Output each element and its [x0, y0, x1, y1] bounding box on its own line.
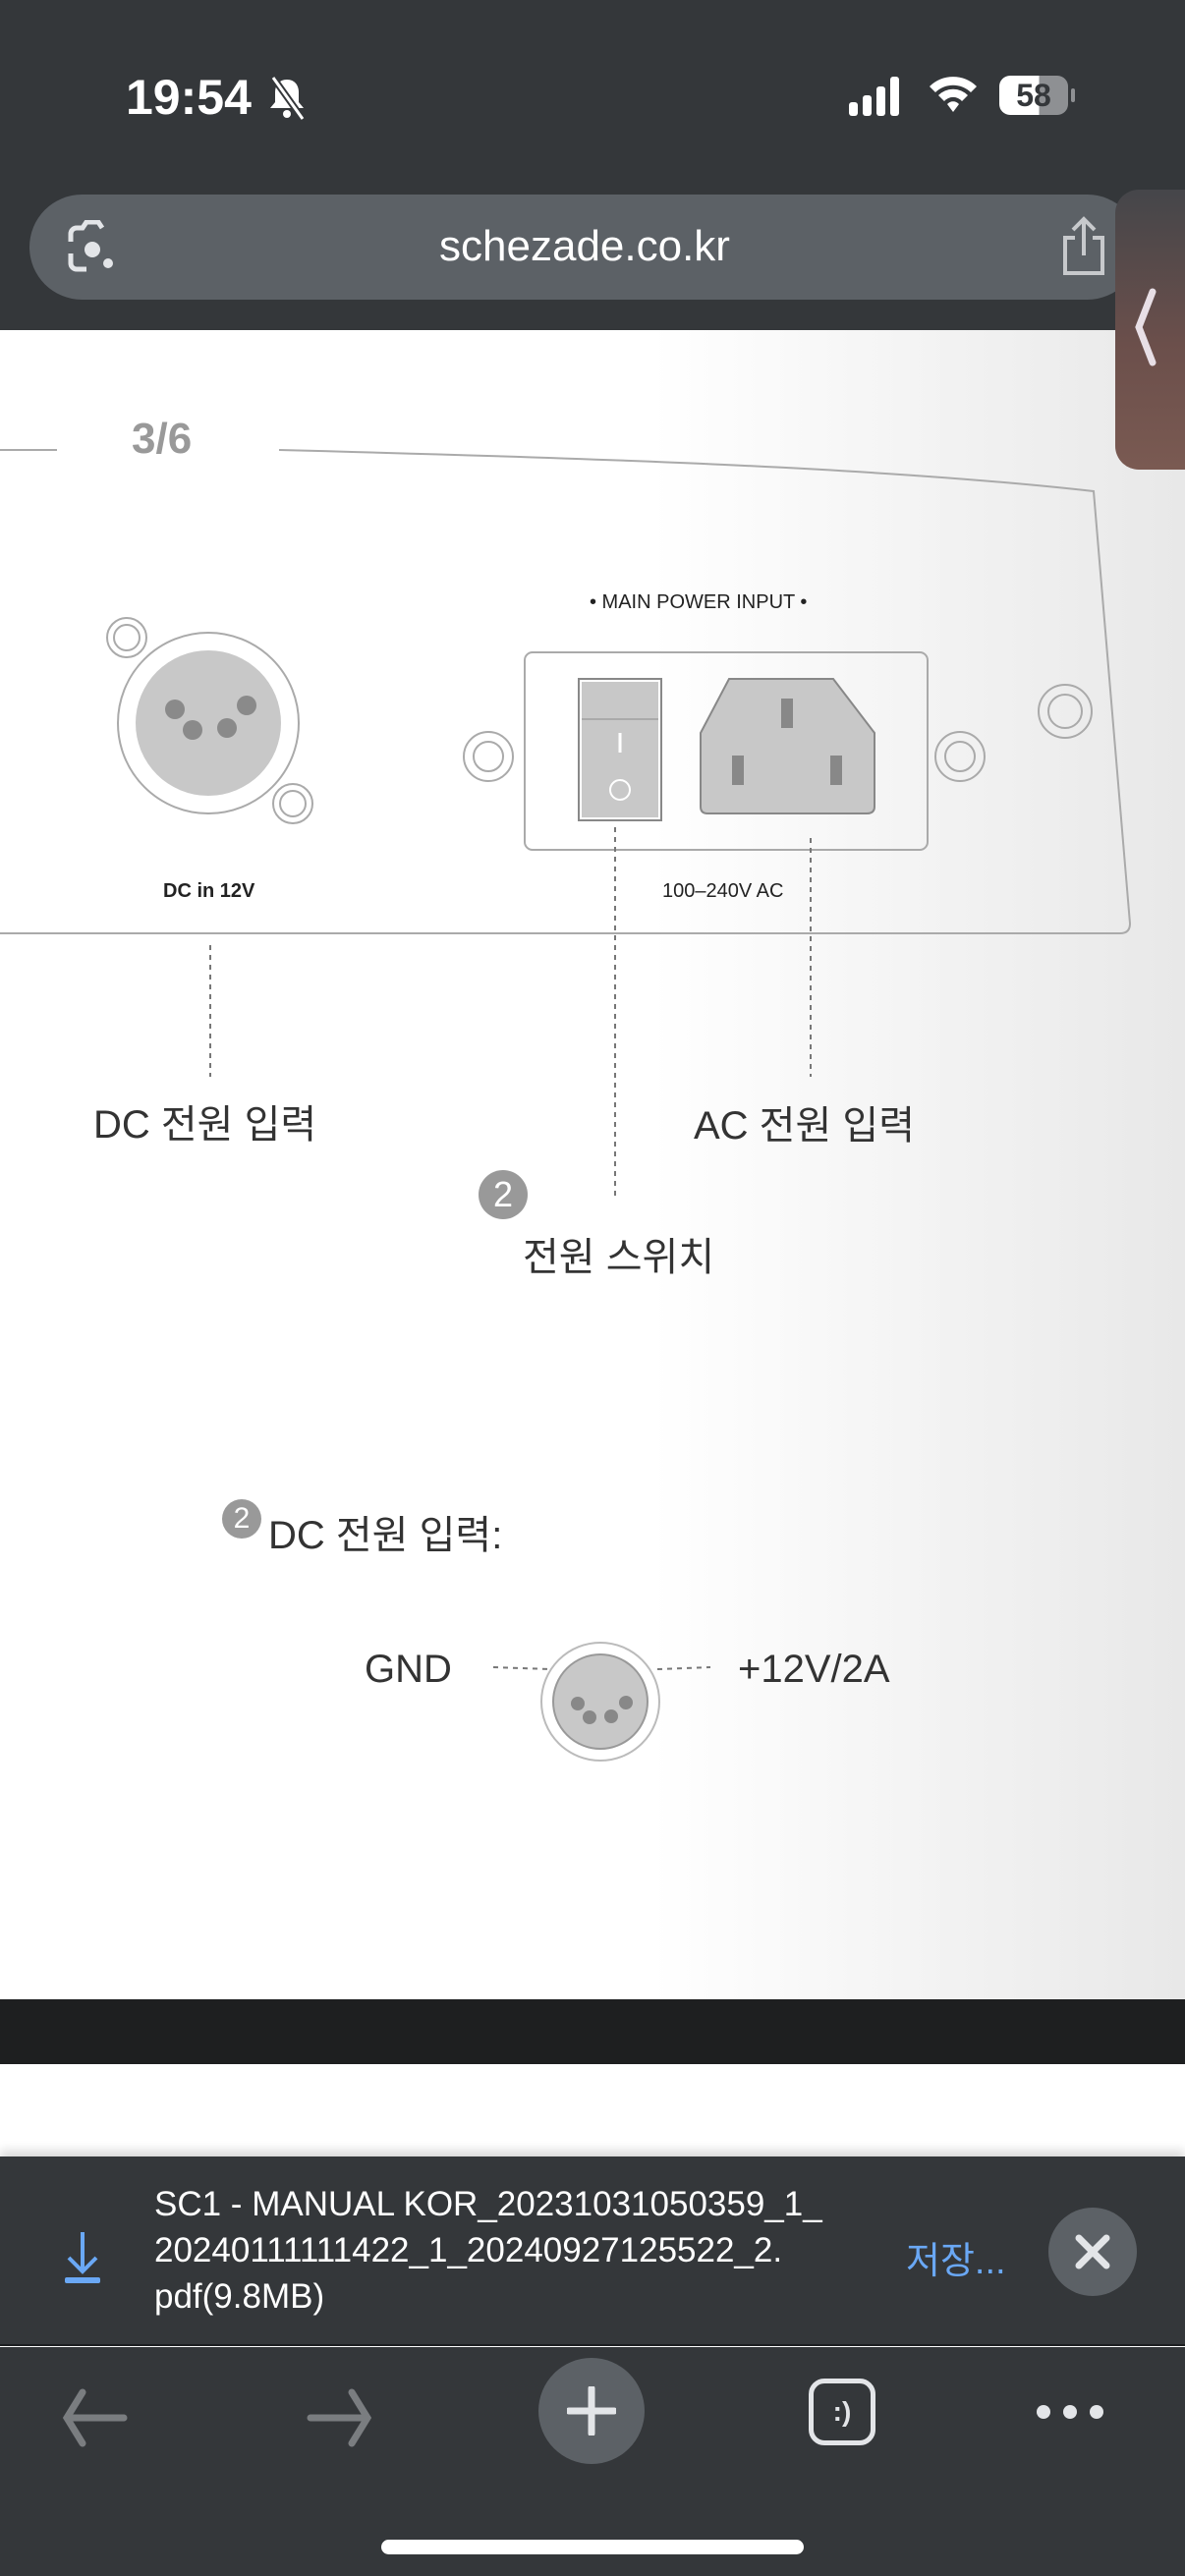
chevron-left-icon: [1135, 288, 1157, 366]
battery-tip: [1071, 88, 1075, 102]
side-panel-tab[interactable]: [1115, 190, 1185, 470]
section-title: DC 전원 입력:: [268, 1514, 503, 1557]
xlr-face: [136, 650, 281, 796]
dc-in-label: DC in 12V: [163, 880, 255, 902]
download-bar: [0, 2156, 1185, 2346]
section-badge: 2: [222, 1499, 261, 1539]
plus12v-label: +12V/2A: [738, 1648, 890, 1691]
filename-line: pdf(9.8MB): [154, 2277, 325, 2316]
ac-range-label: 100–240V AC: [662, 880, 784, 902]
lens-icon[interactable]: [65, 220, 120, 275]
tabs-button[interactable]: :): [809, 2379, 875, 2445]
bottom-toolbar: :): [0, 2347, 1185, 2576]
wifi-icon: [930, 77, 977, 112]
back-icon[interactable]: [59, 2388, 128, 2447]
share-icon[interactable]: [1059, 216, 1108, 277]
pdf-page: 3/6 • MAIN POWER INPUT • DC in 12V 100–2…: [0, 330, 1185, 2000]
badge-2: 2: [479, 1170, 528, 1219]
dc-input-callout: DC 전원 입력: [93, 1103, 317, 1147]
new-tab-button[interactable]: [538, 2358, 645, 2464]
clock: 19:54: [126, 70, 252, 125]
next-page: [0, 2064, 1185, 2156]
forward-icon[interactable]: [307, 2388, 375, 2447]
more-icon[interactable]: [1034, 2400, 1106, 2424]
xlr-ring: [117, 632, 300, 814]
filename-line: SC1 - MANUAL KOR_20231031050359_1_: [154, 2185, 822, 2223]
close-download-button[interactable]: [1048, 2208, 1137, 2296]
battery-icon: 58: [999, 76, 1068, 115]
page-gap: [0, 1999, 1185, 2064]
home-indicator[interactable]: [381, 2540, 804, 2554]
save-button[interactable]: 저장...: [906, 2241, 1006, 2282]
download-filename: SC1 - MANUAL KOR_20231031050359_1_ 20240…: [154, 2181, 822, 2320]
url-text[interactable]: schezade.co.kr: [439, 222, 730, 270]
rear-panel-diagram: [0, 449, 1132, 1762]
page-indicator: 3/6: [132, 415, 193, 463]
signal-icon: [849, 77, 899, 116]
power-switch-callout: 전원 스위치: [523, 1236, 715, 1279]
panel-outline: [0, 449, 1132, 934]
plus-icon: [567, 2386, 616, 2436]
ac-input-callout: AC 전원 입력: [694, 1104, 915, 1148]
download-icon: [65, 2232, 100, 2283]
close-icon: [1075, 2234, 1110, 2269]
filename-line: 20240111111422_1_20240927125522_2.: [154, 2231, 783, 2269]
main-power-label: • MAIN POWER INPUT •: [590, 591, 808, 613]
address-bar[interactable]: schezade.co.kr: [29, 195, 1140, 300]
gnd-label: GND: [365, 1648, 452, 1691]
power-module: [524, 651, 929, 851]
bell-slash-icon: [270, 75, 306, 121]
